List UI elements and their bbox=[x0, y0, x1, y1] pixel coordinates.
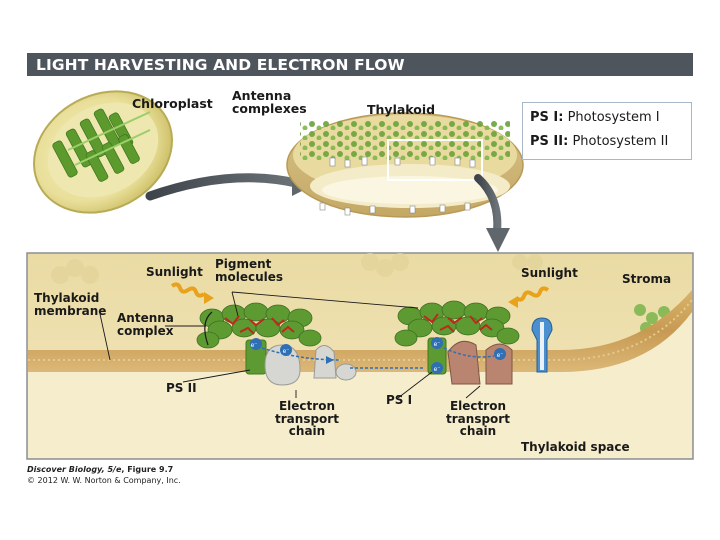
label-stroma: Stroma bbox=[622, 272, 672, 286]
label-sunlight-right: Sunlight bbox=[521, 266, 578, 280]
electron-label-1: e⁻ bbox=[251, 342, 258, 349]
legend-ps1-name: Photosystem I bbox=[567, 110, 660, 125]
label-pigment-line1: Pigment bbox=[215, 257, 272, 271]
label-chloroplast: Chloroplast bbox=[132, 96, 213, 111]
label-etc-left: Electron transport chain bbox=[249, 400, 365, 438]
electron-label-4: e⁻ bbox=[434, 366, 441, 373]
label-etc-right: Electron transport chain bbox=[420, 400, 536, 438]
credit-figure: Figure 9.7 bbox=[127, 465, 174, 474]
legend-ps2-name: Photosystem II bbox=[572, 134, 669, 149]
label-antenna-complexes: Antenna complexes bbox=[232, 89, 307, 115]
label-thylakoid-membrane: Thylakoid membrane bbox=[34, 292, 106, 317]
label-etc-right-line1: Electron transport bbox=[446, 399, 510, 426]
label-antenna-complex: Antenna complex bbox=[117, 312, 174, 337]
legend-ps2-abbr: PS II: bbox=[530, 134, 569, 149]
ps1-antenna bbox=[394, 300, 520, 347]
label-thylakoid: Thylakoid bbox=[367, 102, 436, 117]
legend-ps1-abbr: PS I: bbox=[530, 110, 564, 125]
legend-row-ps1: PS I: Photosystem I bbox=[530, 110, 660, 125]
zoom-arrow-2 bbox=[474, 174, 502, 236]
legend-box: PS I: Photosystem I PS II: Photosystem I… bbox=[522, 102, 692, 160]
label-antenna-complex-line2: complex bbox=[117, 323, 174, 338]
label-antenna-complexes-line1: Antenna bbox=[232, 88, 292, 103]
label-thylakoid-membrane-line2: membrane bbox=[34, 303, 107, 318]
page-title: LIGHT HARVESTING AND ELECTRON FLOW bbox=[36, 56, 405, 74]
label-etc-left-line2: chain bbox=[288, 424, 326, 439]
label-antenna-complex-line1: Antenna bbox=[117, 311, 174, 325]
label-etc-right-line2: chain bbox=[459, 424, 497, 439]
electron-label-2: e⁻ bbox=[283, 348, 290, 355]
label-pigment-molecules: Pigment molecules bbox=[215, 258, 283, 283]
figure-credit: Discover Biology, 5/e, Figure 9.7 © 2012… bbox=[27, 465, 181, 487]
label-ps2: PS II bbox=[166, 381, 197, 395]
label-thylakoid-membrane-line1: Thylakoid bbox=[34, 291, 100, 305]
chloroplast-illustration bbox=[33, 90, 173, 214]
label-ps1: PS I bbox=[386, 393, 413, 407]
label-antenna-complexes-line2: complexes bbox=[232, 101, 307, 117]
title-bar: LIGHT HARVESTING AND ELECTRON FLOW bbox=[27, 53, 693, 76]
credit-book: Discover Biology, 5/e bbox=[27, 465, 122, 474]
label-thylakoid-space: Thylakoid space bbox=[521, 440, 630, 454]
electron-label-5: e⁻ bbox=[497, 352, 504, 359]
ps2-antenna bbox=[196, 302, 322, 349]
zoom-arrow-1 bbox=[145, 173, 301, 201]
label-etc-left-line1: Electron transport bbox=[275, 399, 339, 426]
thylakoid-illustration bbox=[286, 112, 524, 218]
label-sunlight-left: Sunlight bbox=[146, 265, 203, 279]
detail-panel bbox=[26, 252, 694, 460]
credit-copyright: © 2012 W. W. Norton & Company, Inc. bbox=[27, 475, 181, 485]
label-pigment-line2: molecules bbox=[215, 269, 284, 284]
legend-row-ps2: PS II: Photosystem II bbox=[530, 134, 668, 149]
electron-label-3: e⁻ bbox=[434, 341, 441, 348]
credit-line-1: Discover Biology, 5/e, Figure 9.7 bbox=[27, 465, 174, 474]
